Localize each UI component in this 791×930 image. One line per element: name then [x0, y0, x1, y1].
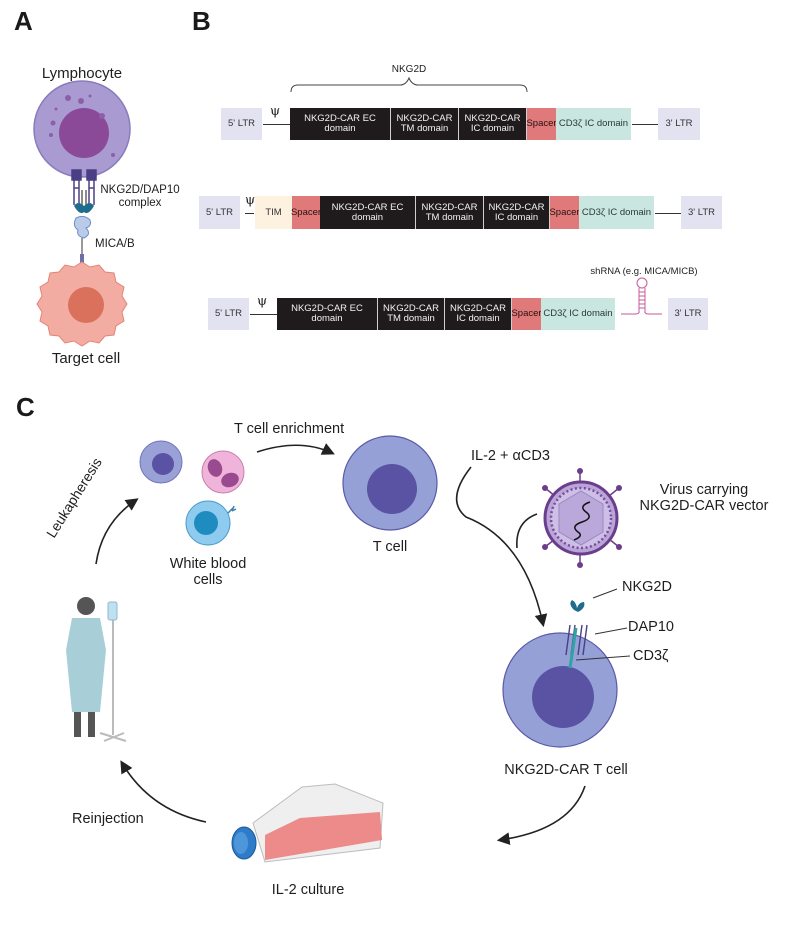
- segment-5-ltr: 5' LTR: [199, 196, 240, 229]
- car-t-cell-label: NKG2D-CAR T cell: [504, 762, 628, 778]
- panel-a-letter: A: [14, 6, 33, 36]
- receptor-label-line1: NKG2D/DAP10: [100, 184, 180, 196]
- segment-5-ltr: 5' LTR: [208, 298, 249, 330]
- nkg2d-label: NKG2D: [622, 579, 672, 595]
- linker-line: [250, 314, 277, 316]
- lymphocyte-cell: [33, 80, 131, 178]
- lymphocyte-wbc-icon: [139, 440, 183, 484]
- segment-ic-domain: NKG2D-CAR IC domain: [484, 196, 550, 229]
- nkg2d-brace-label: NKG2D: [391, 64, 427, 75]
- psi-symbol: ψ: [270, 104, 281, 119]
- nkg2d-brace: [290, 76, 528, 93]
- nkg2d-callout-line: [592, 588, 618, 599]
- ic-domain-text: NKG2D-CAR IC domain: [464, 113, 521, 134]
- receptor-label-line2: complex: [118, 197, 162, 209]
- segment-ec-domain: NKG2D-CAR EC domain: [277, 298, 378, 330]
- neutrophil-wbc-icon: [201, 450, 245, 494]
- reinjection-label: Reinjection: [72, 811, 144, 827]
- segment-spacer: Spacer: [526, 108, 557, 140]
- segment-ic-domain: NKG2D-CAR IC domain: [459, 108, 527, 140]
- t-cell-enrichment-label: T cell enrichment: [234, 421, 345, 437]
- dap10-label: DAP10: [628, 619, 674, 635]
- t-cell-icon: [342, 435, 438, 531]
- white-blood-cells-label: White blood cells: [170, 556, 247, 588]
- patient-with-iv-icon: [66, 597, 127, 742]
- virus-label-line2: NKG2D-CAR vector: [639, 498, 769, 514]
- segment-tim: TIM: [255, 196, 292, 229]
- segment-tm-domain: NKG2D-CAR TM domain: [391, 108, 459, 140]
- psi-symbol: ψ: [245, 193, 256, 208]
- segment-3-ltr: 3' LTR: [668, 298, 708, 330]
- segment-tm-domain: NKG2D-CAR TM domain: [378, 298, 445, 330]
- car-t-cell-icon: [502, 600, 618, 748]
- panel-b-lines: [290, 76, 662, 315]
- segment-3-ltr: 3' LTR: [658, 108, 700, 140]
- reinjection-arrow: [120, 760, 207, 823]
- target-cell: [36, 261, 128, 347]
- nkg2d-receptor-head: [74, 203, 94, 214]
- cd3z-callout-line: [575, 655, 631, 661]
- shrna-hairpin-icon: [621, 277, 662, 315]
- segment-5-ltr: 5' LTR: [221, 108, 262, 140]
- mica-b-ligand: [73, 215, 91, 239]
- virus-label: Virus carrying NKG2D-CAR vector: [640, 482, 769, 514]
- linker-line: [263, 124, 290, 126]
- mica-b-label: MICA/B: [95, 238, 135, 250]
- panel-c-letter: C: [16, 392, 35, 422]
- target-cell-label: Target cell: [51, 350, 121, 367]
- segment-cd3z-ic-domain: CD3ζ IC domain: [579, 196, 654, 229]
- segment-cd3z-ic-domain: CD3ζ IC domain: [541, 298, 615, 330]
- psi-symbol: ψ: [257, 294, 268, 309]
- enrichment-arrow: [256, 443, 335, 455]
- stimulation-arrow: [455, 466, 548, 628]
- cd3z-label: CD3ζ: [633, 648, 669, 664]
- panel-a-illustration: [33, 80, 131, 347]
- virus-vector-icon: [542, 468, 622, 568]
- culture-flask-icon: [231, 783, 384, 863]
- segment-spacer: Spacer: [291, 196, 321, 229]
- il2-acd3-label: IL-2 + αCD3: [471, 448, 550, 464]
- receptor-complex-label: NKG2D/DAP10 complex: [100, 184, 179, 210]
- il2-culture-label: IL-2 culture: [271, 882, 345, 898]
- dap10-callout-line: [594, 627, 628, 635]
- segment-3-ltr: 3' LTR: [681, 196, 722, 229]
- segment-ec-domain: NKG2D-CAR EC domain: [290, 108, 391, 140]
- expansion-arrow: [496, 785, 586, 845]
- leukapheresis-arrow: [95, 498, 139, 565]
- lymphocyte-label: Lymphocyte: [41, 65, 123, 82]
- shrna-label: shRNA (e.g. MICA/MICB): [590, 266, 698, 277]
- monocyte-wbc-icon: [185, 500, 237, 546]
- segment-spacer: Spacer: [511, 298, 542, 330]
- tm-domain-text: NKG2D-CAR TM domain: [396, 113, 453, 134]
- wbc-label-line1: White blood: [169, 556, 247, 572]
- linker-line: [655, 213, 681, 215]
- segment-tm-domain: NKG2D-CAR TM domain: [416, 196, 484, 229]
- segment-ic-domain: NKG2D-CAR IC domain: [445, 298, 512, 330]
- transduction-line: [516, 513, 538, 549]
- segment-spacer: Spacer: [549, 196, 580, 229]
- wbc-label-line2: cells: [193, 572, 223, 588]
- virus-label-line1: Virus carrying: [659, 482, 749, 498]
- t-cell-label: T cell: [372, 539, 408, 555]
- panel-b-letter: B: [192, 6, 211, 36]
- linker-line: [632, 124, 658, 126]
- segment-ec-domain: NKG2D-CAR EC domain: [320, 196, 416, 229]
- linker-line: [245, 213, 254, 215]
- segment-cd3z-ic-domain: CD3ζ IC domain: [556, 108, 631, 140]
- nkg2d-dap10-complex: [71, 169, 97, 205]
